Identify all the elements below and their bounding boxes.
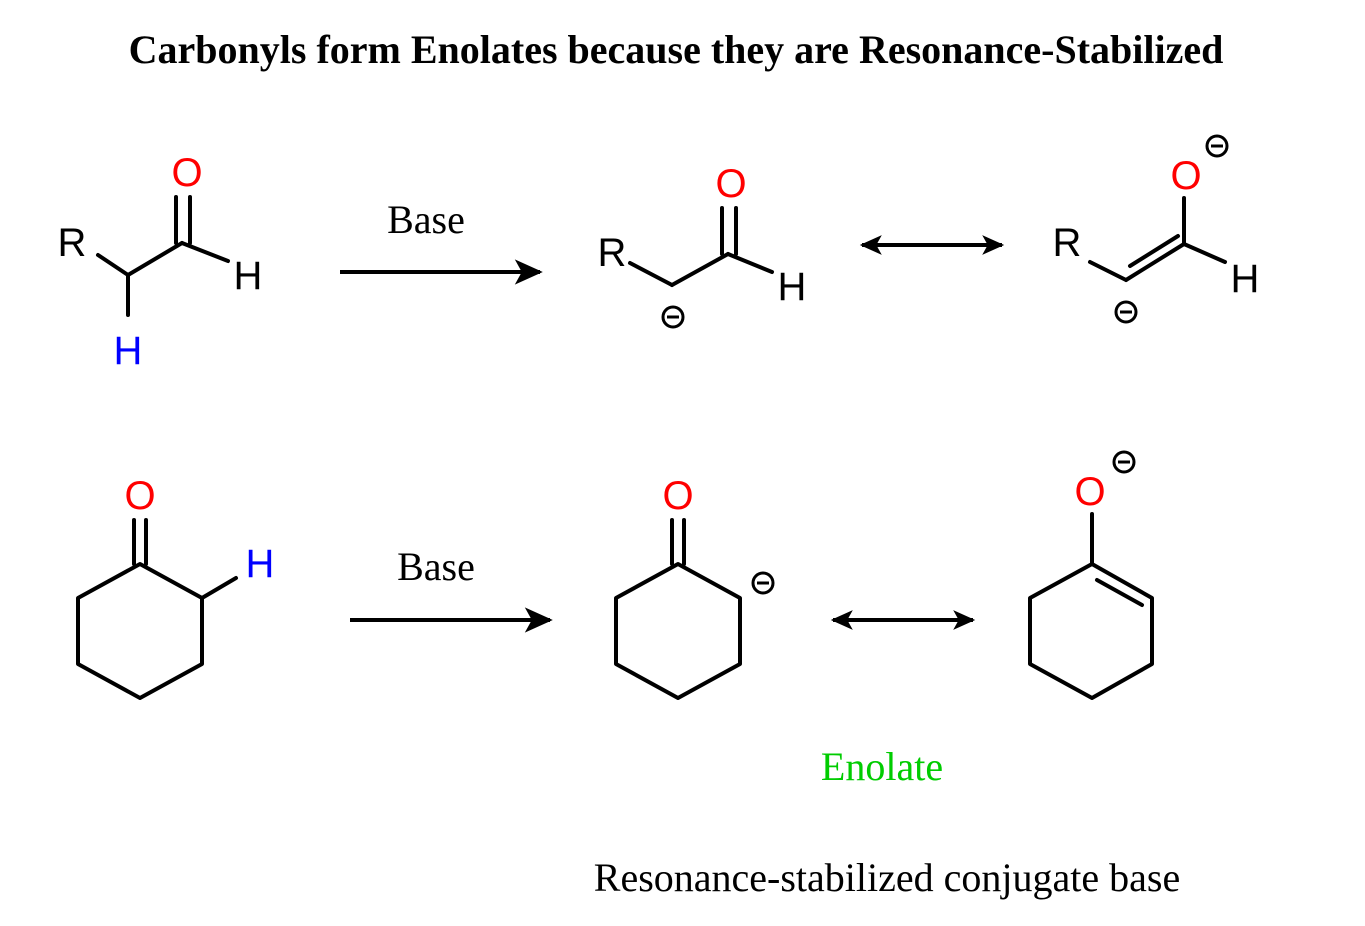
enolate-label: Enolate [821,744,943,789]
bond-ca-cc [670,252,730,287]
bond-ca-h-alpha [200,576,238,600]
ring-bonds [1028,562,1154,700]
ring-bonds [76,562,204,700]
cyclohexanone-carbanion: O [614,474,775,700]
atom-oxygen: O [1170,154,1201,198]
atom-oxygen: O [171,151,202,195]
bond-c-h [726,252,774,274]
negative-charge-icon [751,571,775,595]
bond-r-ca [1088,260,1128,282]
atom-h-aldehyde: H [778,265,807,309]
bond-ca-cc [126,241,184,277]
atom-h-aldehyde: H [1231,257,1260,301]
atom-oxygen: O [124,474,155,518]
aldehyde-reactant: R O H H [58,151,263,373]
atom-h-alpha: H [114,329,143,373]
bond-c-h [1182,242,1227,264]
negative-charge-icon [1114,300,1138,324]
atom-oxygen: O [715,162,746,206]
reagent-label-top: Base [387,197,465,242]
bond-c-h [180,241,230,263]
atom-r: R [598,231,627,275]
atom-oxygen: O [1074,470,1105,514]
carbanion-resonance-form: R O H [598,162,807,329]
atom-r: R [58,221,87,265]
atom-h-aldehyde: H [234,254,263,298]
reaction-arrow-top: Base [340,197,543,285]
bond-cc-double-2 [1128,234,1180,268]
bond-r-ca [628,261,674,287]
enolate-resonance-form: R O H [1053,134,1260,324]
negative-charge-icon [1112,450,1136,474]
bond-cc-double-1 [1124,242,1186,282]
atom-h-alpha: H [246,542,275,586]
atom-oxygen: O [662,474,693,518]
caption: Resonance-stabilized conjugate base [594,855,1180,900]
bond-cc-double-inner [1095,578,1144,607]
negative-charge-icon [661,305,685,329]
reaction-arrow-bottom: Base [350,544,553,633]
ring-bonds [614,562,742,700]
negative-charge-icon [1205,134,1229,158]
page-title: Carbonyls form Enolates because they are… [129,27,1224,72]
cyclohexenolate: O [1028,450,1154,700]
cyclohexanone-reactant: O H [76,474,275,700]
reagent-label-bottom: Base [397,544,475,589]
atom-r: R [1053,221,1082,265]
bond-r-ca [96,253,130,277]
